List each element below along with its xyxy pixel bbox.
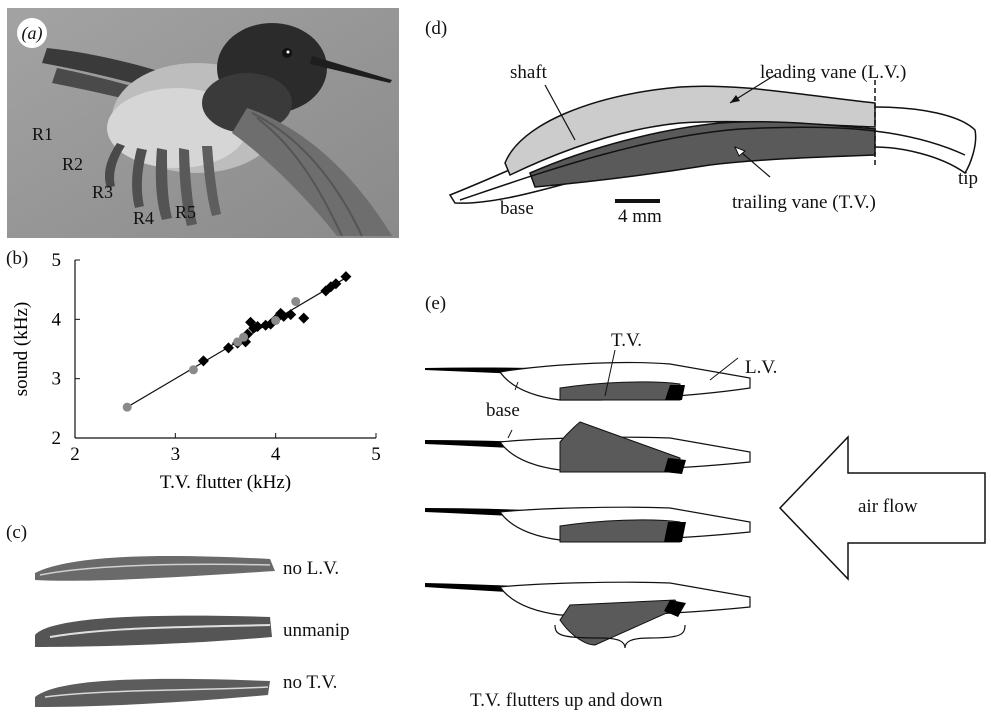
hummingbird-photo: (a) R1 R2 R3 R4 R5: [7, 8, 399, 238]
trailing-vane-label: trailing vane (T.V.): [732, 192, 876, 214]
data-point: [223, 342, 234, 353]
flutter-diagram: [420, 330, 780, 660]
data-point: [298, 313, 309, 324]
x-tick-label: 5: [371, 444, 381, 465]
hummingbird-illustration: [7, 8, 399, 238]
data-point: [189, 365, 198, 374]
data-point: [271, 316, 280, 325]
lv-label: L.V.: [745, 357, 777, 379]
leading-vane-label: leading vane (L.V.): [760, 62, 906, 84]
x-tick-label: 4: [271, 444, 281, 465]
feather-label-r2: R2: [62, 154, 83, 175]
scatter-chart: 2 3 4 5 2 3 4 5T.V. flutter (kHz) sound (kHz): [0, 250, 400, 505]
y-tick-label: 3: [52, 369, 62, 390]
flutter-caption: T.V. flutters up and down: [470, 690, 662, 712]
feather-label-r4: R4: [133, 208, 154, 229]
panel-d-label: (d): [425, 18, 447, 40]
x-axis-title: T.V. flutter (kHz): [160, 472, 291, 493]
y-tick-label: 2: [52, 428, 62, 449]
feather-label-unmanip: unmanip: [283, 620, 350, 642]
data-point: [123, 403, 132, 412]
shaft-label: shaft: [510, 62, 547, 84]
y-axis-title: sound (kHz): [11, 302, 32, 396]
x-tick-label: 2: [70, 444, 80, 465]
tip-label: tip: [958, 168, 978, 190]
y-tick-label: 5: [52, 250, 62, 271]
data-point: [239, 333, 248, 342]
feather-photos: [30, 535, 280, 715]
data-point: [291, 297, 300, 306]
x-tick-label: 3: [171, 444, 181, 465]
air-flow-label: air flow: [858, 496, 918, 518]
feather-label-r3: R3: [92, 182, 113, 203]
panel-a-label: (a): [17, 18, 47, 48]
tv-label: T.V.: [611, 330, 642, 352]
feather-label-no-tv: no T.V.: [283, 672, 337, 694]
base-label: base: [500, 198, 534, 220]
panel-c-label: (c): [6, 522, 27, 544]
feather-label-r5: R5: [175, 202, 196, 223]
base-label-e: base: [486, 400, 520, 422]
panel-e-label: (e): [425, 293, 446, 315]
scale-bar-label: 4 mm: [618, 206, 662, 228]
feather-label-no-lv: no L.V.: [283, 558, 339, 580]
y-tick-label: 4: [52, 309, 62, 330]
feather-label-r1: R1: [32, 124, 53, 145]
